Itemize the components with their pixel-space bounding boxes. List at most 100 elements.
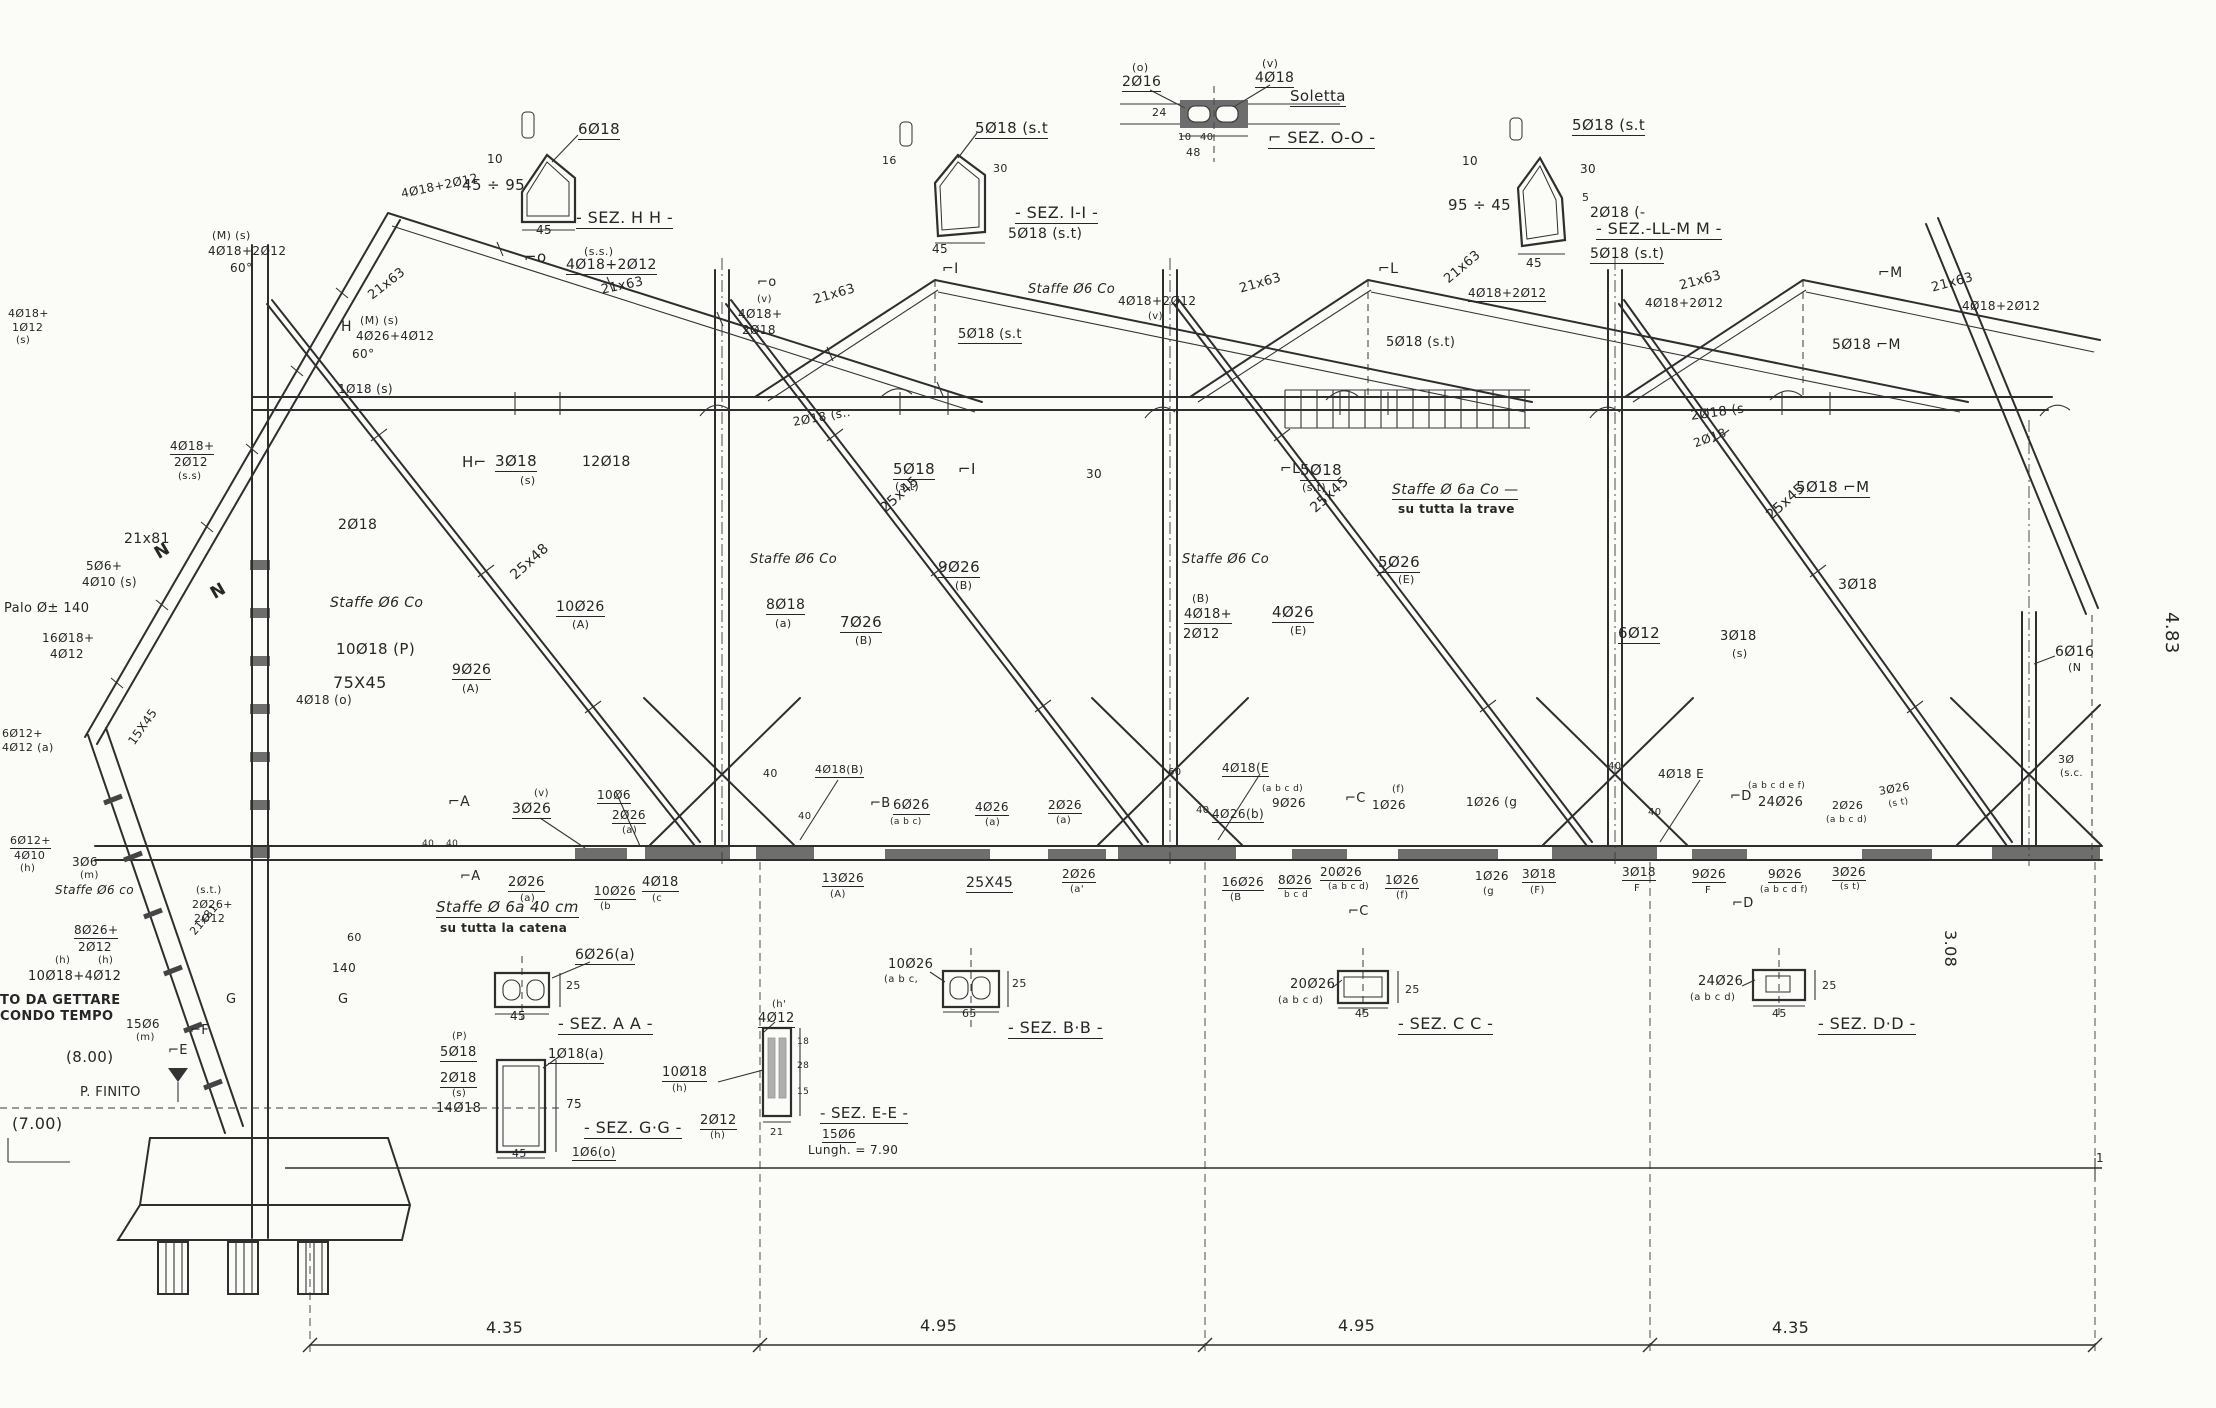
drawing-label: 75 <box>566 1097 583 1111</box>
drawing-label: 45 <box>536 223 553 237</box>
drawing-label: 5Ø18 (s.t <box>1572 116 1646 136</box>
drawing-label: 5Ø26 <box>1378 553 1421 573</box>
drawing-label: (F) <box>1530 885 1545 896</box>
sez-gg-title: - SEZ. G·G - <box>584 1118 682 1139</box>
drawing-label: 4Ø18+2Ø12 <box>208 244 287 258</box>
drawing-label: 6Ø12 <box>1618 624 1661 644</box>
drawing-label: 4Ø26(b) <box>1212 807 1265 823</box>
drawing-label: (a b c) <box>890 817 922 827</box>
drawing-label: (h) <box>710 1130 726 1141</box>
drawing-label: 2Ø18 (s.. <box>791 404 852 429</box>
sez-hh-title: - SEZ. H H - <box>576 208 674 229</box>
drawing-label: ⌐F <box>190 1023 210 1038</box>
drawing-label: (a) <box>775 617 792 630</box>
drawing-label: (o) <box>1132 61 1149 74</box>
drawing-label: (s) <box>16 335 31 346</box>
drawing-label: Staffe Ø 6a 40 cm <box>436 898 579 918</box>
drawing-label: 7Ø26 <box>840 613 883 633</box>
drawing-label: 9Ø26 <box>452 662 492 680</box>
drawing-label: 75X45 <box>333 673 387 692</box>
dimension-4-83: 4.83 <box>2161 612 2182 654</box>
drawing-label: (a' <box>1070 884 1084 895</box>
drawing-label: 8Ø18 <box>766 597 806 615</box>
drawing-label: 2Ø26+ <box>192 898 233 911</box>
dimension-lines <box>285 1167 2103 1353</box>
drawing-label: (A) <box>572 618 590 631</box>
drawing-label: Staffe Ø6 Co <box>1028 282 1116 297</box>
drawing-label: ⌐A <box>448 794 471 810</box>
drawing-label: 21x63 <box>1441 247 1484 287</box>
drawing-label: (B) <box>955 579 973 592</box>
drawing-label: 4Ø12 <box>50 647 84 661</box>
drawing-label: 15Ø6 <box>126 1017 160 1031</box>
drawing-label: 30 <box>1086 467 1103 481</box>
drawing-label: 8Ø26+ <box>74 923 119 939</box>
drawing-label: b c d <box>1284 890 1309 900</box>
sez-dd-title: - SEZ. D·D - <box>1818 1014 1916 1035</box>
drawing-label: 2Ø12 <box>78 940 112 954</box>
drawing-label: 5 <box>1582 191 1590 204</box>
dimension-3-08: 3.08 <box>1941 930 1960 968</box>
drawing-label: (v) <box>534 788 549 799</box>
sez-aa-title: - SEZ. A A - <box>558 1014 653 1035</box>
joint-hatch-blobs <box>250 560 2100 860</box>
drawing-label: (s.c. <box>2060 768 2083 779</box>
drawing-label: (a b c d) <box>1826 815 1868 825</box>
drawing-label: 21x63 <box>365 264 409 304</box>
drawing-label: 5Ø18 (s.t <box>958 327 1022 344</box>
drawing-label: 20Ø26 <box>1290 977 1336 992</box>
drawing-label: Staffe Ø6 Co <box>330 595 424 611</box>
drawing-label: 1Ø18 (s) <box>338 382 393 396</box>
witness-lines <box>309 862 2096 1356</box>
drawing-label: 40 <box>1648 807 1662 818</box>
drawing-label: 5Ø18 ⌐M <box>1796 478 1870 498</box>
drawing-label: Lungh. = 7.90 <box>808 1143 899 1157</box>
sez-llmm-title: - SEZ.-LL-M M - <box>1596 219 1722 240</box>
drawing-label: 10Ø26 <box>888 957 934 972</box>
level-8-00: (8.00) <box>66 1048 114 1066</box>
drawing-label: (A) <box>830 889 846 900</box>
drawing-label: 3Ø18 <box>1720 629 1757 644</box>
drawing-label: (g <box>1483 886 1495 897</box>
drawing-label: 3Ø <box>2058 753 2075 766</box>
drawing-label: ⌐D <box>1730 789 1752 804</box>
drawing-label: ⌐o <box>524 248 547 266</box>
sez-oo-title: ⌐ SEZ. O-O - <box>1268 128 1376 149</box>
drawing-label: 24 <box>1152 106 1167 119</box>
sez-ii-title: - SEZ. I-I - <box>1015 203 1099 224</box>
drawing-label: Staffe Ø6 co <box>55 883 134 897</box>
drawing-label: (a b c d f) <box>1760 885 1808 895</box>
drawing-label: ⌐L <box>1378 261 1399 277</box>
drawing-label: 2Ø12 <box>174 455 208 469</box>
drawing-label: ⌐C <box>1348 904 1369 919</box>
drawing-label: 25 <box>1012 977 1027 990</box>
drawing-label: 1Ø26 <box>1372 798 1406 812</box>
drawing-label: (a) <box>985 817 1001 828</box>
drawing-label: 10 <box>1178 132 1192 143</box>
drawing-label: N <box>151 538 174 564</box>
drawing-label: 5Ø18 <box>440 1045 477 1062</box>
drawing-label: 45 <box>510 1009 527 1023</box>
drawing-label: 40 <box>1196 805 1210 816</box>
drawing-label: 10 <box>1462 154 1479 168</box>
drawing-label: (h) <box>20 863 36 874</box>
drawing-label: 6Ø12+ <box>10 834 51 849</box>
drawing-label: G <box>338 992 349 1007</box>
drawing-label: 4Ø18 (o) <box>296 693 353 707</box>
drawing-label: 48 <box>1186 146 1201 159</box>
drawing-label: 5Ø18 (s.t) <box>1386 335 1456 350</box>
drawing-label: 2Ø26 <box>612 808 646 824</box>
drawing-label: 1 <box>2096 1151 2105 1165</box>
drawing-label: 25X45 <box>966 875 1014 893</box>
drawing-label: 2Ø18 (s <box>1689 401 1746 424</box>
drawing-label: ⌐A <box>460 869 481 884</box>
drawing-label: 40 <box>1608 761 1622 772</box>
drawing-label: 45 <box>1526 256 1543 270</box>
drawing-label: 3Ø18 <box>1838 577 1878 593</box>
drawing-label: 16 <box>882 154 897 167</box>
drawing-label: 40 <box>422 839 435 849</box>
p-finito-label: P. FINITO <box>80 1085 141 1100</box>
drawing-label: 4Ø18 E <box>1658 767 1705 781</box>
drawing-label: ⌐I <box>958 460 976 478</box>
